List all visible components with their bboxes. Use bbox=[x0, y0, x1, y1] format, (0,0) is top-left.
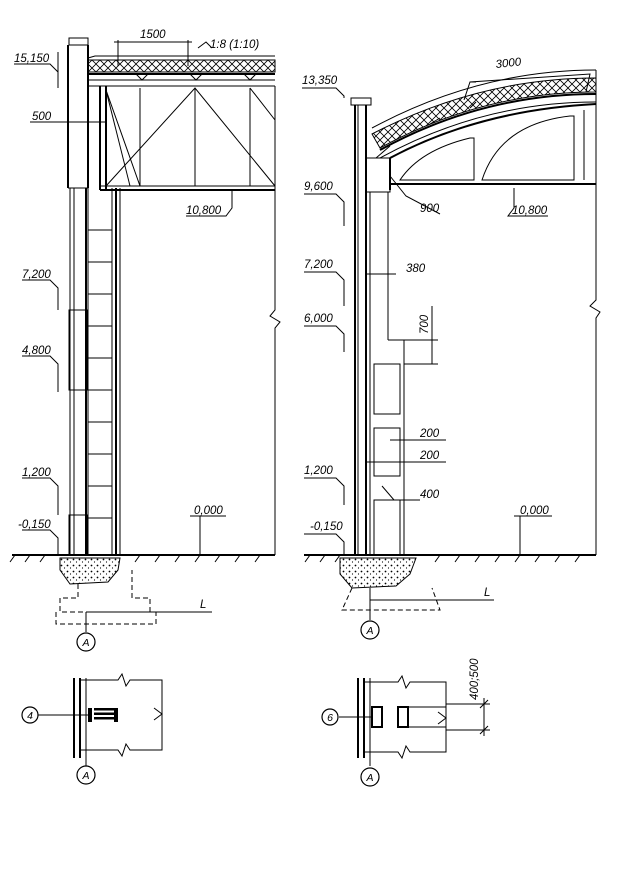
right-axis-bubble bbox=[360, 620, 380, 640]
detail-4-marker bbox=[21, 706, 39, 724]
right-level-markers bbox=[302, 73, 591, 555]
right-dim-700: 700 bbox=[419, 314, 431, 334]
detail-6-axis-label: A bbox=[365, 772, 373, 784]
right-level-7200: 7,200 bbox=[304, 259, 333, 271]
right-level-10800: 10,800 bbox=[512, 205, 548, 217]
right-arch-beam bbox=[389, 103, 597, 190]
left-level-1200: 1,200 bbox=[22, 467, 51, 479]
right-level-1200: 1,200 bbox=[304, 465, 333, 477]
right-ground bbox=[304, 554, 596, 563]
left-ground bbox=[9, 554, 275, 563]
left-truss bbox=[99, 86, 276, 191]
left-level-7200: 7,200 bbox=[22, 269, 51, 281]
detail-6-dim: 400;500 bbox=[469, 658, 481, 700]
detail-4-marker-label: 4 bbox=[27, 710, 33, 722]
left-roof bbox=[87, 55, 276, 87]
detail-4-axis-bubble bbox=[76, 765, 96, 785]
left-dim-panel: 500 bbox=[32, 111, 52, 123]
detail-4: 4 A bbox=[21, 672, 163, 785]
left-dim-length: L bbox=[200, 599, 206, 611]
right-level-minus: -0,150 bbox=[310, 521, 343, 533]
right-column bbox=[350, 97, 405, 555]
left-axis-label: A bbox=[81, 637, 89, 649]
right-dim-380: 380 bbox=[406, 263, 426, 275]
left-section: 15,150 500 1500 1:8 (1:10) 10,800 7,200 … bbox=[9, 29, 281, 652]
right-level-9600: 9,600 bbox=[304, 181, 333, 193]
left-level-markers bbox=[14, 40, 233, 555]
left-break-line bbox=[269, 86, 281, 555]
right-dim-length: L bbox=[484, 587, 490, 599]
detail-4-axis-label: A bbox=[81, 770, 89, 782]
right-level-0000: 0,000 bbox=[520, 505, 549, 517]
detail-6: 400;500 6 A bbox=[321, 658, 490, 787]
left-dim-truss-span: 1500 bbox=[140, 29, 166, 41]
right-foundation bbox=[339, 557, 494, 620]
left-wall-panels bbox=[87, 188, 121, 555]
right-section: 13,350 3000 9,600 900 10,800 7,200 380 6… bbox=[302, 56, 601, 640]
left-dim-slope: 1:8 (1:10) bbox=[210, 39, 259, 51]
left-level-0000: 0,000 bbox=[194, 505, 223, 517]
right-level-6000: 6,000 bbox=[304, 313, 333, 325]
right-dim-900: 900 bbox=[420, 203, 440, 215]
right-level-top: 13,350 bbox=[302, 75, 338, 87]
left-level-4800: 4,800 bbox=[22, 345, 51, 357]
left-axis-bubble bbox=[76, 632, 96, 652]
right-axis-label: A bbox=[365, 625, 373, 637]
right-dim-200a: 200 bbox=[419, 428, 440, 440]
left-foundation bbox=[55, 557, 212, 632]
right-wall-blocks bbox=[373, 363, 401, 556]
right-break-line bbox=[589, 70, 601, 555]
left-column bbox=[67, 37, 89, 556]
detail-6-marker bbox=[321, 708, 339, 726]
left-level-minus: -0,150 bbox=[18, 519, 51, 531]
left-level-10800: 10,800 bbox=[186, 205, 222, 217]
right-dim-200b: 200 bbox=[419, 450, 440, 462]
detail-6-marker-label: 6 bbox=[327, 712, 333, 724]
left-level-top: 15,150 bbox=[14, 53, 50, 65]
right-dim-arch-span: 3000 bbox=[495, 56, 522, 71]
detail-6-axis-bubble bbox=[360, 767, 380, 787]
right-roof bbox=[371, 69, 597, 159]
right-dim-400: 400 bbox=[420, 489, 440, 501]
